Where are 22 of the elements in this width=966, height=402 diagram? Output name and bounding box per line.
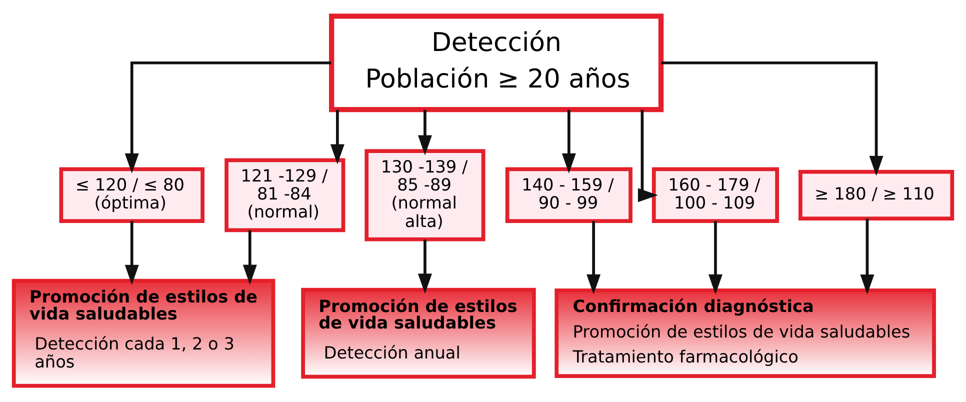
node-box: 121 -129 / 81 -84 (normal): [224, 158, 346, 232]
arrow: [586, 221, 601, 294]
node-box: 130 -139 / 85 -89 (normal alta): [364, 149, 486, 242]
node-box: 160 - 179 / 100 - 109: [652, 167, 780, 224]
node-box: Promoción de estilos de vida saludables Detección anual: [301, 288, 536, 379]
arrow: [418, 110, 432, 156]
node-box: 140 - 159 / 90 - 99: [505, 167, 632, 224]
arrow: [124, 61, 332, 174]
node-box: ≤ 120 / ≤ 80 (óptima): [59, 167, 204, 224]
arrow: [330, 110, 344, 164]
arrow: [124, 221, 139, 285]
arrow: [661, 61, 884, 176]
node-box: ≥ 180 / ≥ 110: [798, 170, 954, 220]
node-box: Confirmación diagnóstica Promoción de estilos de vida saludables Tratamiento farmacológico: [554, 288, 936, 378]
node-box: Detección Población ≥ 20 años: [328, 14, 664, 112]
arrow: [708, 221, 722, 294]
arrow: [860, 218, 874, 294]
arrow: [242, 230, 257, 285]
node-box: Promoción de estilos de vida saludables Detección cada 1, 2 o 3 años: [12, 278, 276, 388]
arrow: [418, 240, 432, 294]
arrow: [638, 110, 658, 202]
arrow: [562, 110, 576, 174]
